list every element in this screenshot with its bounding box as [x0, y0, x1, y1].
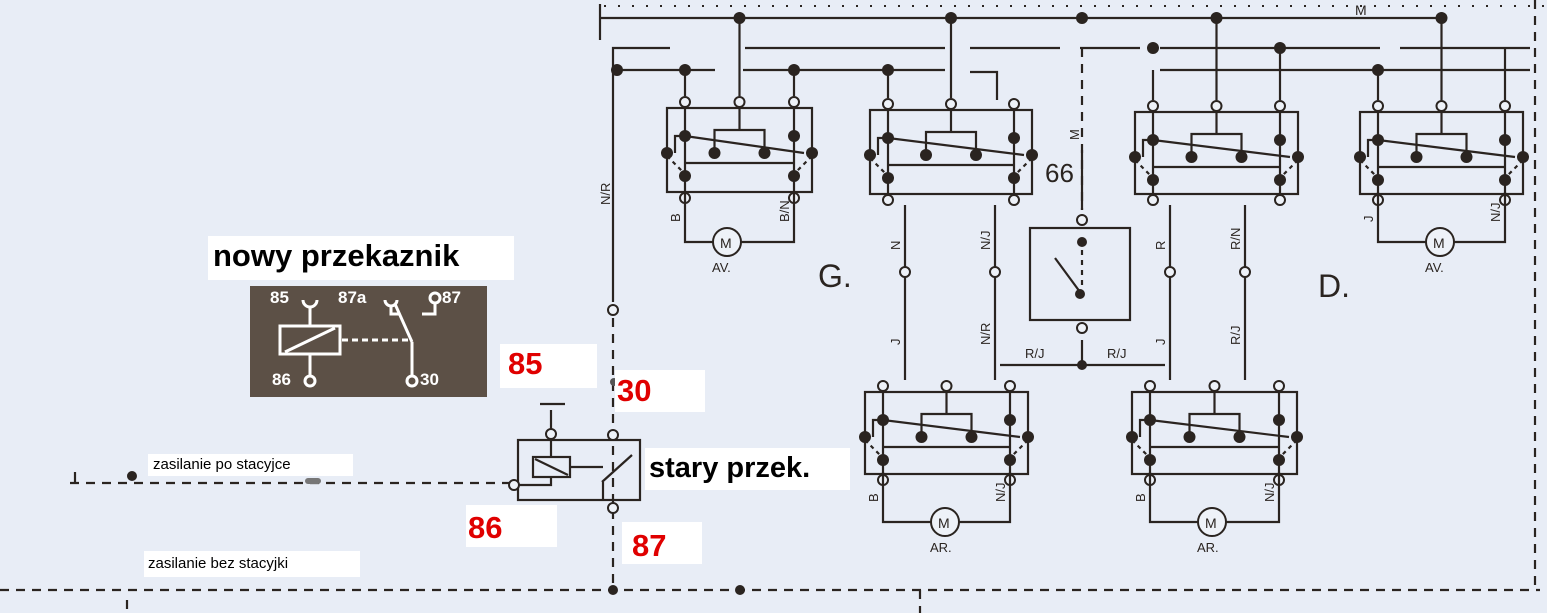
feed-ignition-bg [148, 454, 353, 476]
pin-87-label: 87 [632, 528, 667, 563]
wire-label: R/J [1228, 326, 1243, 346]
right-link-wires: R R/N J R/J [1153, 205, 1251, 380]
old-relay-symbol [508, 402, 642, 514]
side-left-label: G. [818, 258, 852, 294]
switch-right-link-top [1129, 100, 1304, 206]
switch-front-right [1354, 100, 1529, 206]
pin-86-bg [466, 505, 557, 547]
motor-icon [930, 507, 960, 537]
wire-a-label: B [668, 213, 683, 222]
motor-icon [1197, 507, 1227, 537]
motor-position-label: AV. [712, 260, 731, 275]
wire-a-label: B [1133, 493, 1148, 502]
new-relay-title-bg [208, 236, 514, 280]
old-relay-title: stary przek. [649, 452, 811, 484]
motor-front-left: M AV. B B/N [668, 192, 796, 275]
wire-a-label: B [866, 493, 881, 502]
switch-rear-right [1126, 380, 1303, 486]
new-relay-pin-30: 30 [420, 370, 439, 389]
component-66 [1028, 214, 1132, 370]
wire-label: R [1153, 241, 1168, 250]
wire-label: R/N [1228, 228, 1243, 250]
wire-label: J [888, 339, 903, 346]
wire-b-label: N/J [1488, 203, 1503, 223]
wire-b-label: B/N [777, 200, 792, 222]
motor-position-label: AV. [1425, 260, 1444, 275]
motor-rear-left: M AR. B N/J [866, 472, 1012, 555]
wire-label: N [888, 241, 903, 250]
new-relay-pin-87: 87 [442, 288, 461, 307]
wire-label: N/R [978, 323, 993, 345]
pin-87-bg [622, 522, 702, 564]
pin-30-label: 30 [617, 373, 652, 408]
side-right-label: D. [1318, 268, 1350, 304]
wire-a-label: J [1361, 216, 1376, 223]
old-relay-title-bg [645, 448, 850, 490]
wire-rj-right-label: R/J [1107, 346, 1127, 361]
wire-label: J [1153, 339, 1168, 346]
wire-m-label: M [1067, 129, 1082, 140]
wire-b-label: N/J [993, 483, 1008, 503]
motor-letter: M [1433, 235, 1445, 251]
new-relay-symbol: 85 87a 87 86 30 [250, 286, 487, 397]
motor-position-label: AR. [930, 540, 952, 555]
feed-no-ignition-label: zasilanie bez stacyjki [148, 555, 289, 572]
pin-85-label: 85 [508, 346, 543, 381]
motor-icon [712, 227, 742, 257]
pin-30-bg [615, 370, 705, 412]
wire-nr-label: N/R [598, 183, 613, 205]
motor-icon [1425, 227, 1455, 257]
component-66-label: 66 [1045, 158, 1074, 188]
feed-no-ignition-bg [144, 551, 360, 577]
switch-front-left [661, 96, 818, 204]
bus-m-label: M [1355, 2, 1367, 18]
pin-85-bg [500, 344, 597, 388]
new-relay-title: nowy przekaznik [213, 238, 460, 273]
motor-front-right: M AV. J N/J [1361, 192, 1507, 275]
switch-rear-left [859, 380, 1034, 486]
motor-letter: M [938, 515, 950, 531]
new-relay-pin-85: 85 [270, 288, 289, 307]
wire-label: N/J [978, 231, 993, 251]
switch-left-link-top [864, 98, 1038, 206]
feed-ignition-label: zasilanie po stacyjce [153, 456, 291, 473]
new-relay-pin-86: 86 [272, 370, 291, 389]
motor-rear-right: M AR. B N/J [1133, 472, 1281, 555]
wire-rj-left-label: R/J [1025, 346, 1045, 361]
pin-86-label: 86 [468, 510, 503, 545]
motor-position-label: AR. [1197, 540, 1219, 555]
motor-letter: M [720, 235, 732, 251]
wire-b-label: N/J [1262, 483, 1277, 503]
left-link-wires: N N/J J N/R [888, 205, 1001, 380]
motor-letter: M [1205, 515, 1217, 531]
new-relay-pin-87a: 87a [338, 288, 367, 307]
